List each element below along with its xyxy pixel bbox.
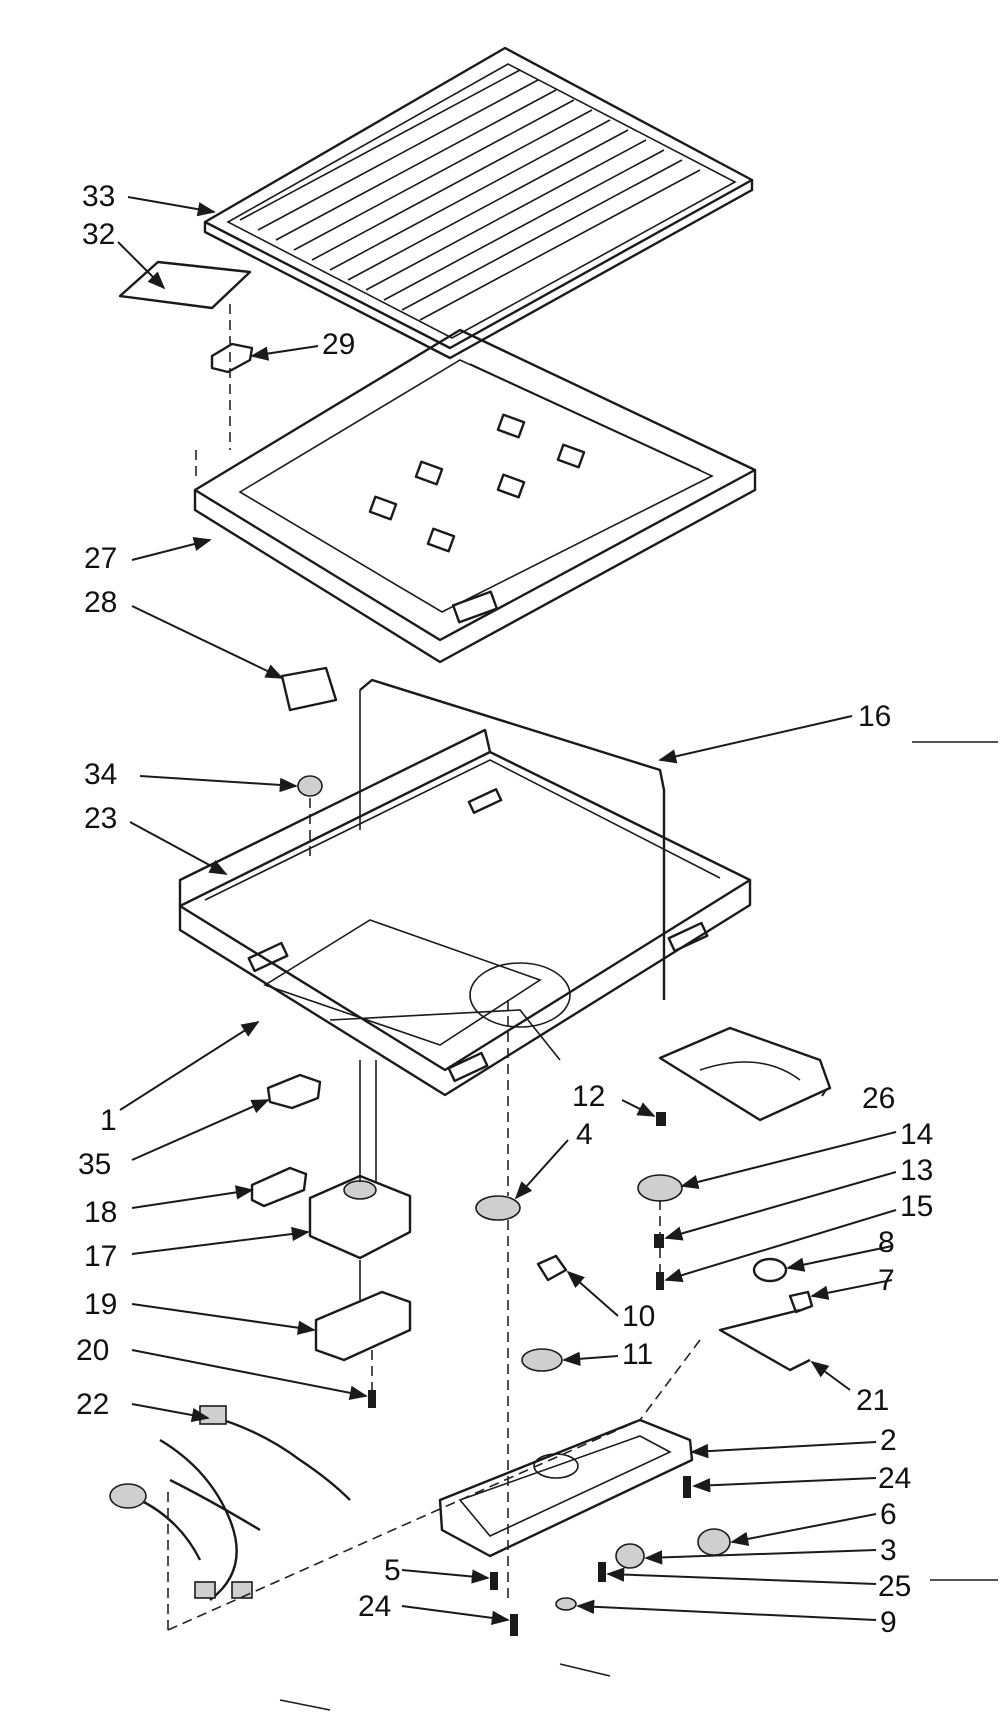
part-18-switch-plate [250,1166,308,1208]
callout-10: 10 [622,1300,655,1333]
part-14-knob [637,1174,683,1202]
callout-20: 20 [76,1334,109,1367]
part-27-frame [193,328,757,664]
callout-4: 4 [576,1118,593,1151]
callout-5: 5 [384,1554,401,1587]
part-20-screw [368,1350,376,1408]
leader-lines [117,196,998,1711]
part-13-15-fasteners [654,1200,664,1290]
callout-34: 34 [84,758,117,791]
callout-12: 12 [572,1080,605,1113]
callout-1: 1 [100,1104,117,1137]
callout-6: 6 [880,1498,897,1531]
callout-22: 22 [76,1388,109,1421]
part-26-plate [658,1026,832,1122]
callout-28: 28 [84,586,117,619]
part-16-wire [359,678,666,1000]
callout-26: 26 [862,1082,895,1115]
part-32-panel [118,260,252,310]
callout-29: 29 [322,328,355,361]
callout-27: 27 [84,542,117,575]
part-19-bracket [314,1260,412,1362]
part-33-grille-cover [203,46,754,360]
callout-3: 3 [880,1534,897,1567]
callout-7: 7 [878,1264,895,1297]
callout-labels: 33 32 29 27 28 16 34 23 1 26 35 12 14 4 … [76,180,933,1639]
callout-21: 21 [856,1384,889,1417]
part-4-cam [475,1000,521,1221]
callout-25: 25 [878,1570,911,1603]
callout-24-bottom: 24 [358,1590,391,1623]
part-29-clip [210,342,254,374]
small-fasteners [490,1476,731,1636]
callout-24-right: 24 [878,1462,911,1495]
alignment-lines [167,304,701,1631]
callout-11: 11 [622,1338,653,1371]
callout-17: 17 [84,1240,117,1273]
part-8-7-21-wire [718,1257,814,1372]
part-17-housing [308,1060,412,1260]
callout-19: 19 [84,1288,117,1321]
callout-16: 16 [858,700,891,733]
callout-8: 8 [878,1226,895,1259]
callout-15: 15 [900,1190,933,1223]
callout-18: 18 [84,1196,117,1229]
part-10-11-switch [521,1254,568,1372]
callout-32: 32 [82,218,115,251]
callout-2: 2 [880,1424,897,1457]
part-34-grommet [297,775,323,797]
callout-9: 9 [880,1606,897,1639]
callout-13: 13 [900,1154,933,1187]
callout-23: 23 [84,802,117,835]
callout-14: 14 [900,1118,933,1151]
part-2-tray [438,1220,694,1600]
part-35-bracket [266,1073,322,1110]
part-1-23-base-pan [178,728,752,1097]
callout-33: 33 [82,180,115,213]
part-12-nut [656,1112,666,1126]
part-22-harness [109,1405,351,1601]
callout-35: 35 [78,1148,111,1181]
part-28-block [280,666,338,712]
